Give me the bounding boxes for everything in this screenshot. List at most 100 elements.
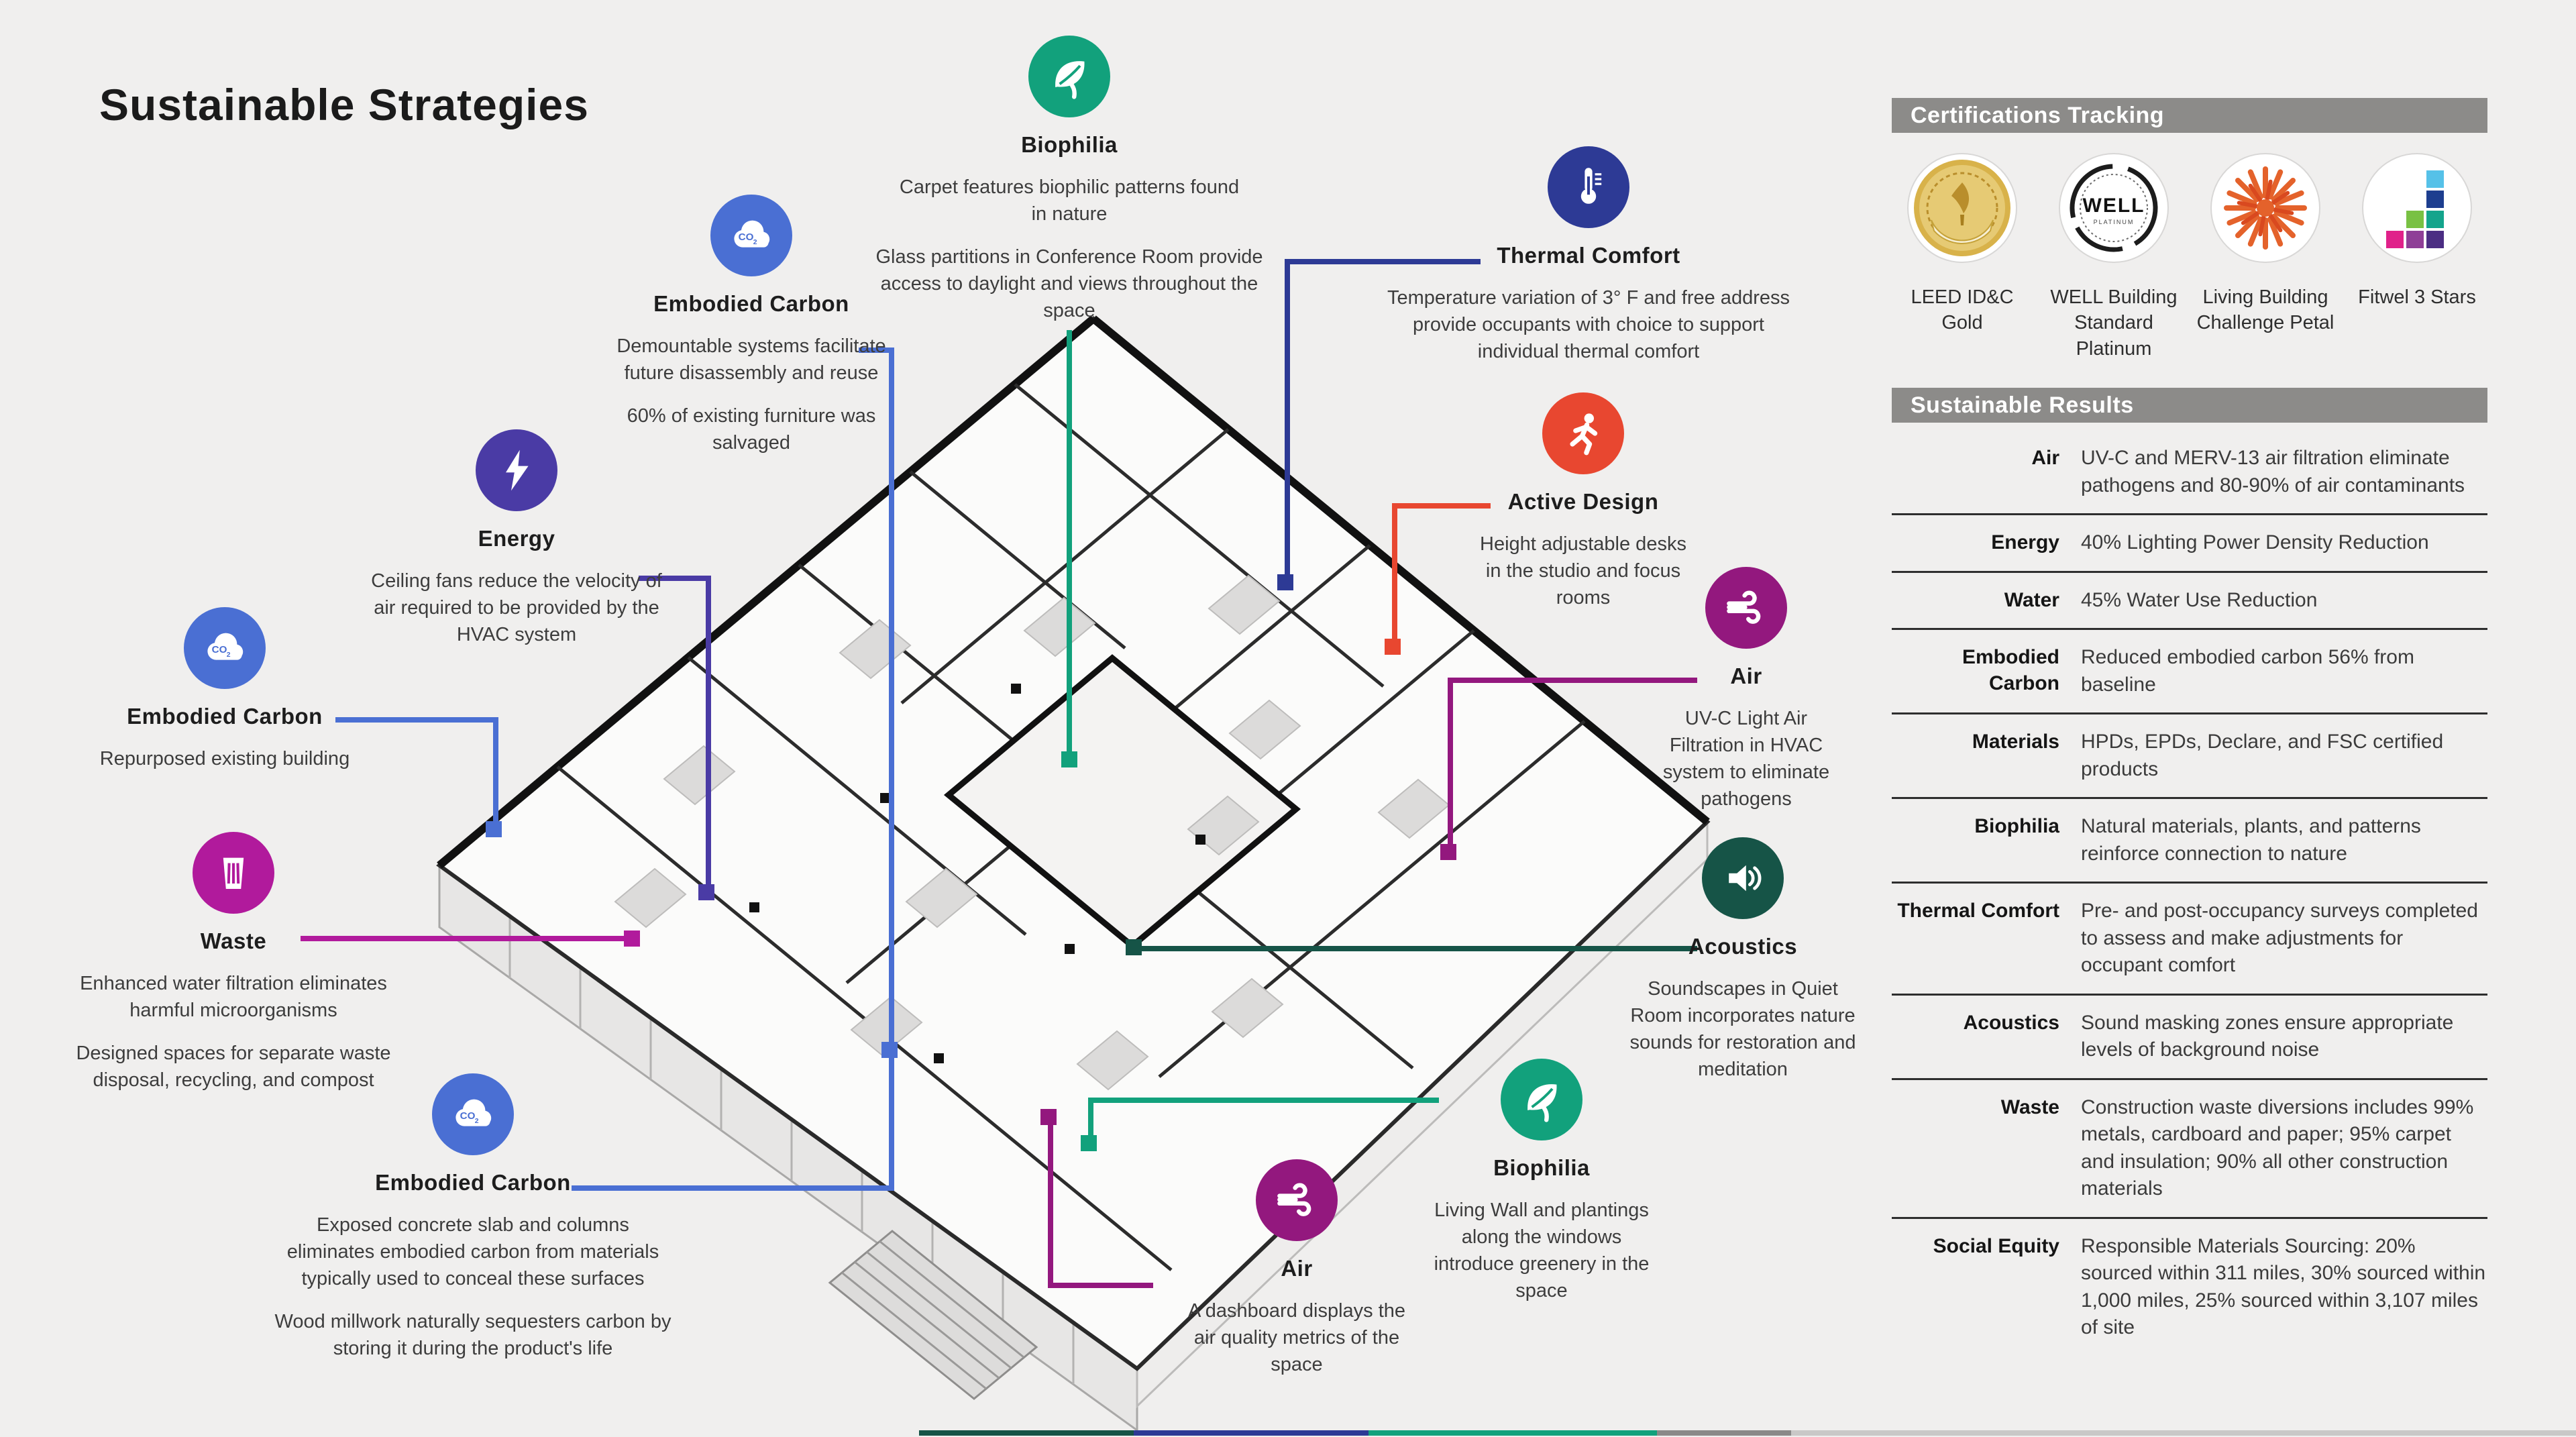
sustainable-results-table: Air UV-C and MERV-13 air filtration elim… bbox=[1892, 431, 2487, 1356]
result-row: Social Equity Responsible Materials Sour… bbox=[1892, 1219, 2487, 1356]
callout-label: Embodied Carbon bbox=[375, 1170, 571, 1195]
callout-air-dashboard: Air A dashboard displays the air quality… bbox=[1149, 1159, 1444, 1378]
badge-label: Living Building Challenge Petal bbox=[2196, 286, 2334, 334]
result-text: UV-C and MERV-13 air filtration eliminat… bbox=[2081, 447, 2465, 496]
well-seal-icon: WELL PLATINUM bbox=[2060, 154, 2167, 262]
callout-embodied-carbon-left: Embodied Carbon Repurposed existing buil… bbox=[47, 607, 402, 772]
lightning-icon bbox=[476, 429, 557, 511]
leed-gold-seal-icon bbox=[1909, 154, 2016, 262]
callout-label: Waste bbox=[200, 928, 267, 953]
result-text: Construction waste diversions includes 9… bbox=[2081, 1096, 2474, 1200]
result-row: Embodied Carbon Reduced embodied carbon … bbox=[1892, 630, 2487, 714]
connector-biophilia-top bbox=[1067, 330, 1072, 759]
strategy-marker-embodied-left bbox=[486, 821, 502, 837]
callout-embodied-carbon-top: Embodied Carbon Demountable systems faci… bbox=[564, 195, 939, 456]
page-title: Sustainable Strategies bbox=[99, 80, 589, 129]
callout-text: Height adjustable desks in the studio an… bbox=[1480, 533, 1686, 609]
callout-text: Designed spaces for separate waste dispo… bbox=[76, 1043, 391, 1092]
footer-color-strip bbox=[919, 1430, 2576, 1436]
strategy-marker-acoustics bbox=[1126, 939, 1142, 955]
connector-acoustics-h bbox=[1135, 946, 1697, 951]
connector-active-h bbox=[1392, 503, 1491, 509]
result-label: Acoustics bbox=[1963, 1011, 2059, 1034]
result-text: 40% Lighting Power Density Reduction bbox=[2081, 531, 2429, 553]
runner-icon bbox=[1542, 392, 1624, 474]
leaf-icon bbox=[1501, 1059, 1582, 1140]
speaker-icon bbox=[1702, 837, 1784, 919]
callout-label: Embodied Carbon bbox=[653, 291, 849, 316]
result-label: Water bbox=[2004, 588, 2059, 611]
result-text: Natural materials, plants, and patterns … bbox=[2081, 815, 2421, 865]
badge-leed: LEED ID&C Gold bbox=[1892, 154, 2033, 362]
strategy-marker-air-dashboard bbox=[1040, 1109, 1057, 1125]
callout-active-design: Active Design Height adjustable desks in… bbox=[1429, 392, 1737, 611]
connector-embodied-bottom-h bbox=[572, 1185, 894, 1191]
certification-badges: LEED ID&C Gold WELL PLATINUM WELL Buildi… bbox=[1892, 154, 2487, 362]
callout-text: Exposed concrete slab and columns elimin… bbox=[286, 1214, 659, 1290]
strategy-marker-thermal bbox=[1277, 574, 1293, 590]
result-label: Biophilia bbox=[1974, 815, 2059, 837]
connector-energy-h bbox=[639, 576, 711, 581]
co2-cloud-icon bbox=[710, 195, 792, 276]
callout-acoustics: Acoustics Soundscapes in Quiet Room inco… bbox=[1595, 837, 1890, 1083]
thermometer-icon bbox=[1548, 146, 1629, 228]
callout-label: Biophilia bbox=[1021, 132, 1118, 157]
callout-label: Air bbox=[1730, 663, 1762, 688]
callout-biophilia-top: Biophilia Carpet features biophilic patt… bbox=[855, 36, 1284, 324]
callout-text: Temperature variation of 3° F and free a… bbox=[1387, 287, 1790, 363]
result-label: Air bbox=[2031, 447, 2059, 469]
result-label: Thermal Comfort bbox=[1897, 900, 2059, 922]
badge-living-building: Living Building Challenge Petal bbox=[2195, 154, 2336, 362]
callout-label: Acoustics bbox=[1688, 934, 1798, 959]
leaf-icon bbox=[1028, 36, 1110, 117]
connector-air-hvac-v bbox=[1448, 678, 1453, 852]
callout-embodied-carbon-bottom: Embodied Carbon Exposed concrete slab an… bbox=[231, 1073, 714, 1362]
callout-text: UV-C Light Air Filtration in HVAC system… bbox=[1662, 708, 1830, 810]
callout-text: Living Wall and plantings along the wind… bbox=[1434, 1200, 1650, 1302]
callout-text: Soundscapes in Quiet Room incorporates n… bbox=[1629, 978, 1856, 1081]
callout-text: A dashboard displays the air quality met… bbox=[1187, 1300, 1406, 1376]
connector-thermal-v bbox=[1285, 259, 1290, 582]
badge-label: Fitwel 3 Stars bbox=[2358, 286, 2476, 308]
badge-fitwel: Fitwel 3 Stars bbox=[2347, 154, 2487, 362]
connector-air-dashboard-v bbox=[1048, 1118, 1053, 1288]
callout-waste: Waste Enhanced water filtration eliminat… bbox=[46, 832, 421, 1094]
result-label: Materials bbox=[1972, 731, 2059, 753]
result-row: Air UV-C and MERV-13 air filtration elim… bbox=[1892, 431, 2487, 515]
wind-icon bbox=[1256, 1159, 1338, 1241]
fitwel-squares-icon bbox=[2363, 154, 2471, 262]
result-text: Reduced embodied carbon 56% from baselin… bbox=[2081, 646, 2414, 696]
result-row: Water 45% Water Use Reduction bbox=[1892, 573, 2487, 630]
callout-text: Repurposed existing building bbox=[99, 748, 350, 769]
connector-air-hvac-h bbox=[1448, 678, 1697, 683]
connector-embodied-left-h bbox=[335, 717, 498, 723]
callout-text: Enhanced water filtration eliminates har… bbox=[80, 973, 387, 1022]
connector-thermal-h bbox=[1285, 259, 1481, 264]
result-text: HPDs, EPDs, Declare, and FSC certified p… bbox=[2081, 731, 2444, 780]
strategy-marker-embodied bbox=[881, 1042, 898, 1058]
result-row: Energy 40% Lighting Power Density Reduct… bbox=[1892, 515, 2487, 573]
co2-cloud-icon bbox=[432, 1073, 514, 1155]
strategy-marker-energy bbox=[698, 884, 714, 900]
callout-text: Glass partitions in Conference Room prov… bbox=[875, 246, 1263, 322]
connector-biophilia-bottom-v bbox=[1088, 1098, 1093, 1140]
result-row: Acoustics Sound masking zones ensure app… bbox=[1892, 996, 2487, 1080]
connector-energy-v bbox=[706, 576, 711, 892]
connector-air-dashboard-h bbox=[1048, 1283, 1153, 1288]
living-building-flower-icon bbox=[2212, 154, 2319, 262]
callout-energy: Energy Ceiling fans reduce the velocity … bbox=[342, 429, 691, 648]
connector-waste-h bbox=[301, 936, 636, 941]
badge-well: WELL PLATINUM WELL Building Standard Pla… bbox=[2043, 154, 2184, 362]
result-row: Biophilia Natural materials, plants, and… bbox=[1892, 799, 2487, 884]
callout-text: 60% of existing furniture was salvaged bbox=[627, 405, 876, 454]
strategy-marker-biophilia-top bbox=[1061, 751, 1077, 767]
strategy-marker-active bbox=[1385, 639, 1401, 655]
strategy-marker-biophilia-bottom bbox=[1081, 1135, 1097, 1151]
badge-label: WELL Building Standard Platinum bbox=[2050, 286, 2178, 360]
callout-air-hvac: Air UV-C Light Air Filtration in HVAC sy… bbox=[1605, 567, 1887, 812]
result-row: Waste Construction waste diversions incl… bbox=[1892, 1080, 2487, 1219]
result-label: Embodied Carbon bbox=[1962, 646, 2059, 694]
result-label: Energy bbox=[1991, 531, 2059, 553]
connector-embodied-top-v bbox=[889, 348, 894, 1191]
result-row: Materials HPDs, EPDs, Declare, and FSC c… bbox=[1892, 714, 2487, 799]
